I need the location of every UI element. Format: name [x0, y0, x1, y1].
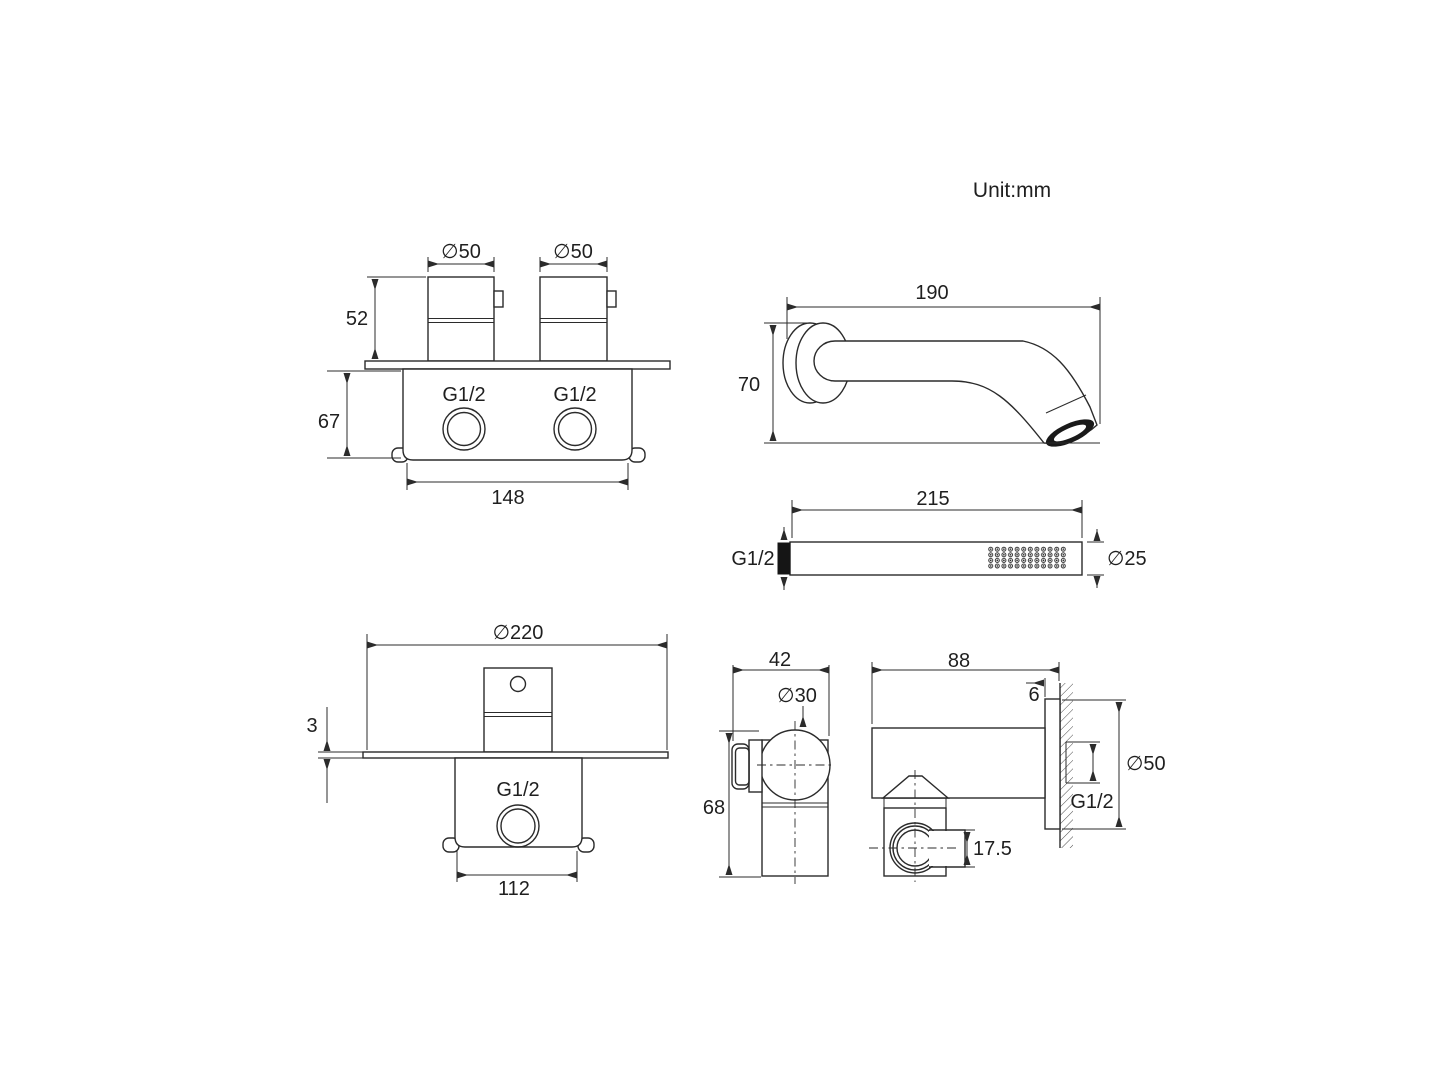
- dim-label-190: 190: [915, 282, 948, 304]
- dim-label-148: 148: [491, 487, 524, 509]
- knob-right-tab: [606, 290, 617, 308]
- spout-nozzle-collar: [1045, 394, 1087, 414]
- dim-label-68: 68: [703, 797, 725, 819]
- dim-label-d50-right: ∅50: [553, 241, 593, 263]
- dim-label-d50-left: ∅50: [441, 241, 481, 263]
- dim-label-d25: ∅25: [1107, 548, 1147, 570]
- spout-tube: [813, 340, 1098, 444]
- view-handshower-side: 215 G1/2 ∅25: [731, 488, 1147, 590]
- holder-button-inner: [734, 747, 750, 786]
- holder-button: [731, 743, 750, 790]
- inlet-port-left: [442, 407, 486, 451]
- block-hole: [509, 675, 527, 693]
- dim-label-6: 6: [1028, 684, 1039, 706]
- unit-label: Unit:mm: [973, 179, 1051, 202]
- view-valve-front-bottom: ∅220 3 G1/2 112: [306, 622, 669, 900]
- handshower-connector: [777, 542, 791, 575]
- inlet-port-bore: [500, 808, 536, 844]
- inlet-port-right: [553, 407, 597, 451]
- dim-label-d220: ∅220: [493, 622, 544, 644]
- inlet-port: [496, 804, 540, 848]
- spout-nozzle-opening: [1045, 419, 1095, 447]
- thread-label-right: G1/2: [553, 384, 596, 406]
- dim-label-3: 3: [306, 715, 317, 737]
- holder-bracket: [748, 739, 763, 793]
- pivot-joint: [881, 775, 950, 799]
- dim-label-70: 70: [738, 374, 760, 396]
- dim-label-112: 112: [498, 878, 530, 900]
- view-spout-side: 190 70: [738, 282, 1101, 447]
- thread-label: G1/2: [731, 548, 774, 570]
- view-holder-front: 42 ∅30 68: [703, 649, 833, 884]
- valve-housing: [454, 757, 583, 848]
- valve-cartridge-block: [483, 667, 553, 753]
- view-wall-outlet-side: 88 6 ∅50 G1/2 17.5: [869, 650, 1166, 882]
- dim-label-d30: ∅30: [777, 685, 817, 707]
- dim-label-67: 67: [318, 411, 340, 433]
- thread-label-left: G1/2: [442, 384, 485, 406]
- outlet-flange: [1044, 698, 1061, 830]
- clip-slot-fill: [929, 831, 965, 866]
- view-valve-front-top: ∅50 ∅50 52 67 G1/2 G1/2 148: [318, 241, 671, 509]
- mounting-plate: [364, 360, 671, 370]
- thread-label: G1/2: [496, 779, 539, 801]
- nozzle-bore: [1053, 424, 1087, 442]
- dim-label-d50: ∅50: [1126, 753, 1166, 775]
- cover-plate: [362, 751, 669, 759]
- spray-face-dots: [987, 546, 1067, 569]
- dim-label-17-5: 17.5: [973, 838, 1012, 860]
- thread-label: G1/2: [1070, 791, 1113, 813]
- inlet-port-right-bore: [557, 411, 593, 447]
- inlet-port-left-bore: [446, 411, 482, 447]
- dim-label-215: 215: [916, 488, 949, 510]
- knob-left-tab: [493, 290, 504, 308]
- dim-label-88: 88: [948, 650, 970, 672]
- dim-label-52: 52: [346, 308, 368, 330]
- valve-body: [402, 368, 633, 461]
- dim-label-42: 42: [769, 649, 791, 671]
